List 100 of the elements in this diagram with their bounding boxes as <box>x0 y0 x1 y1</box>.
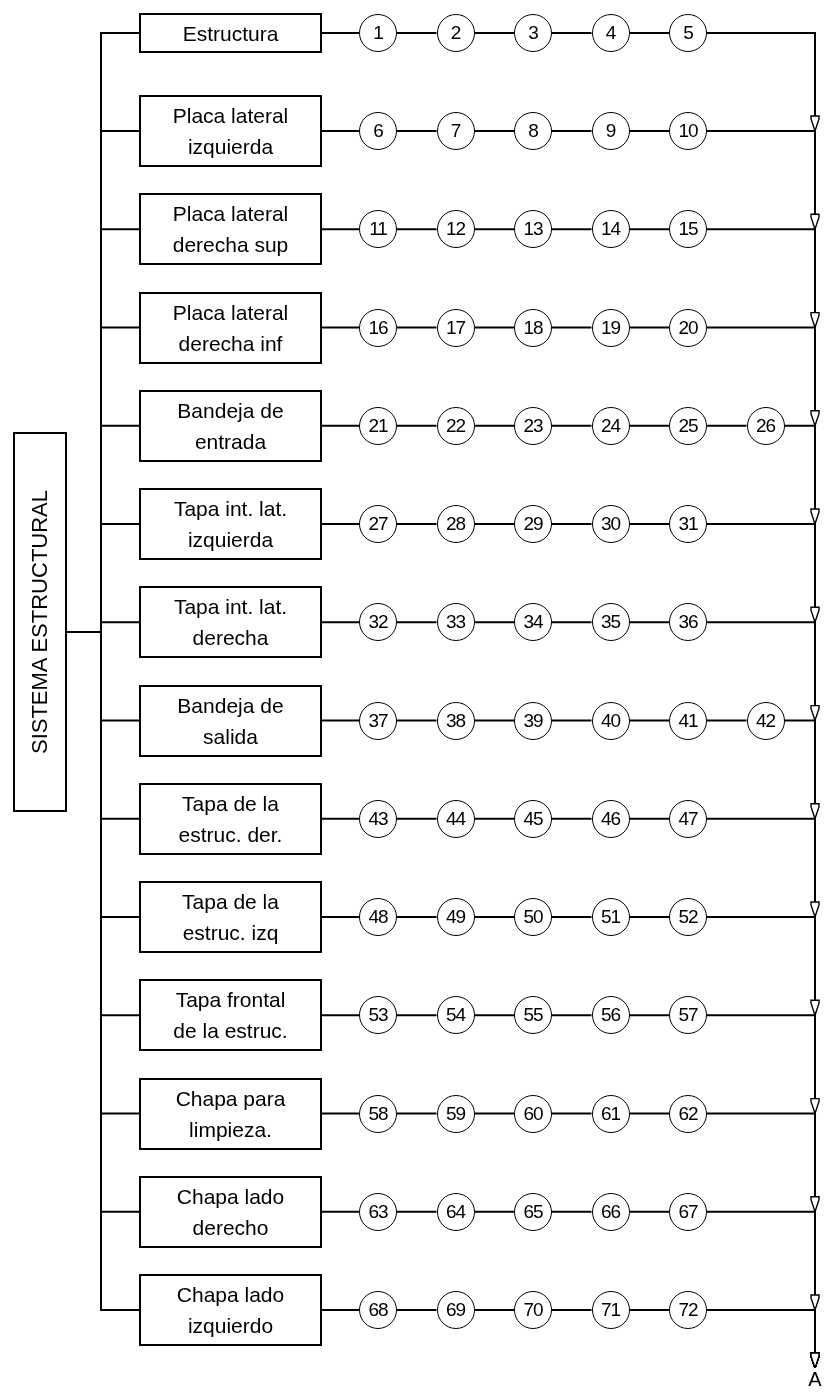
connector-line <box>321 32 360 34</box>
numbered-circle: 19 <box>591 308 630 347</box>
numbered-circle: 50 <box>514 898 552 936</box>
component-box: Tapa de la estruc. der. <box>139 782 322 855</box>
connector-line <box>473 523 515 525</box>
connector-line <box>628 32 670 34</box>
numbered-circle: 62 <box>669 1094 707 1133</box>
connector-line <box>551 817 593 820</box>
component-box: Chapa para limpieza. <box>139 1077 322 1150</box>
connector-line <box>396 719 438 722</box>
component-box: Tapa frontal de la estruc. <box>139 979 322 1052</box>
numbered-circle: 70 <box>514 1291 552 1329</box>
connector-line <box>473 621 515 624</box>
numbered-circle: 15 <box>669 210 707 249</box>
connector-line <box>628 1309 670 1311</box>
numbered-circle: 40 <box>591 701 630 740</box>
connector-line <box>473 817 515 820</box>
numbered-circle: 49 <box>436 898 475 936</box>
connector-line <box>321 1014 360 1017</box>
numbered-circle: 2 <box>436 14 475 52</box>
connector-line <box>551 326 593 329</box>
connector-line <box>551 1210 593 1213</box>
connector-line <box>396 621 438 624</box>
connector-line <box>396 424 438 427</box>
component-box: Tapa int. lat. derecha <box>139 586 322 659</box>
numbered-circle: 18 <box>514 308 552 347</box>
connector-line <box>396 916 438 918</box>
connector-letter: A <box>806 1368 824 1390</box>
connector-line <box>551 621 593 624</box>
numbered-circle: 67 <box>669 1192 707 1231</box>
connector-line <box>551 1014 593 1017</box>
connector-line <box>321 1210 360 1213</box>
connector-line <box>396 817 438 820</box>
connector-line <box>551 130 593 132</box>
connector-line <box>473 1210 515 1213</box>
component-box: Chapa lado derecho <box>139 1175 322 1248</box>
numbered-circle: 17 <box>436 308 475 347</box>
numbered-circle: 22 <box>436 406 475 445</box>
component-box: Placa lateral derecha sup <box>139 193 322 266</box>
connector-line <box>628 1112 670 1115</box>
connector-line <box>473 424 515 427</box>
connector-line <box>551 1112 593 1115</box>
connector-line <box>628 1014 670 1017</box>
connector-line <box>396 326 438 329</box>
connector-line <box>551 424 593 427</box>
connector-line <box>396 130 438 132</box>
numbered-circle: 5 <box>669 14 707 52</box>
component-box: Bandeja de salida <box>139 684 322 757</box>
connector-line <box>321 424 360 427</box>
numbered-circle: 58 <box>359 1094 397 1133</box>
numbered-circle: 23 <box>514 406 552 445</box>
connector-line <box>321 326 360 329</box>
component-box: Tapa de la estruc. izq <box>139 881 322 953</box>
connector-line <box>473 326 515 329</box>
numbered-circle: 51 <box>591 898 630 936</box>
numbered-circle: 21 <box>359 406 397 445</box>
connector-line <box>551 32 593 34</box>
component-box: Placa lateral derecha inf <box>139 291 322 364</box>
connector-line <box>321 719 360 722</box>
numbered-circle: 12 <box>436 210 475 249</box>
numbered-circle: 35 <box>591 603 630 642</box>
numbered-circle: 24 <box>591 406 630 445</box>
numbered-circle: 27 <box>359 505 397 543</box>
numbered-circle: 69 <box>436 1291 475 1329</box>
connector-line <box>628 130 670 132</box>
connector-line <box>628 719 670 722</box>
connector-line <box>628 326 670 329</box>
numbered-circle: 1 <box>359 14 397 52</box>
numbered-circle: 7 <box>436 112 475 150</box>
connector-line <box>473 719 515 722</box>
connector-line <box>396 523 438 525</box>
numbered-circle: 57 <box>669 996 707 1035</box>
numbered-circle: 44 <box>436 799 475 838</box>
numbered-circle: 31 <box>669 505 707 543</box>
numbered-circle: 8 <box>514 112 552 150</box>
system-title-box <box>13 432 67 812</box>
connector-line <box>473 32 515 34</box>
connector-line <box>551 228 593 231</box>
vertical-title: SISTEMA ESTRUCTURAL <box>27 490 53 754</box>
connector-line <box>321 130 360 132</box>
numbered-circle: 46 <box>591 799 630 838</box>
numbered-circle: 59 <box>436 1094 475 1133</box>
connector-line <box>321 1309 360 1311</box>
numbered-circle: 65 <box>514 1192 552 1231</box>
component-box: Estructura <box>139 13 322 53</box>
connector-line <box>473 228 515 231</box>
numbered-circle: 28 <box>436 505 475 543</box>
connector-line <box>321 817 360 820</box>
numbered-circle: 43 <box>359 799 397 838</box>
connector-line <box>396 1112 438 1115</box>
connector-line <box>473 1112 515 1115</box>
connector-line <box>706 719 748 722</box>
numbered-circle: 54 <box>436 996 475 1035</box>
connector-line <box>628 817 670 820</box>
numbered-circle: 60 <box>514 1094 552 1133</box>
connector-line <box>396 1014 438 1017</box>
connector-line <box>396 32 438 34</box>
connector-line <box>706 424 748 427</box>
numbered-circle: 14 <box>591 210 630 249</box>
connector-line <box>551 719 593 722</box>
